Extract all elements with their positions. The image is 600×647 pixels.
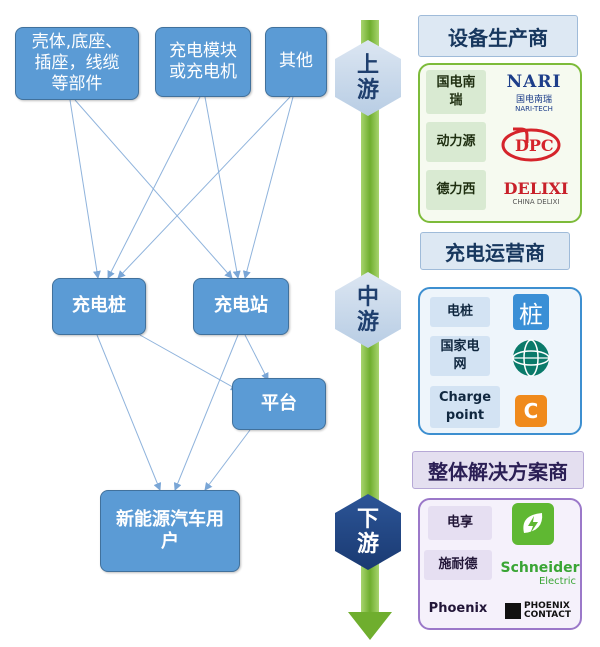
- phoenix-contact-logo-icon: PHOENIX CONTACT: [498, 598, 578, 624]
- company-dianzhuang: 电桩: [430, 297, 490, 327]
- company-schneider: 施耐德: [424, 550, 492, 580]
- edge-pile-platform: [139, 334, 239, 391]
- node-other: 其他: [265, 27, 327, 97]
- node-shell-parts: 壳体,底座、插座，线缆等部件: [15, 27, 139, 100]
- node-charging-pile: 充电桩: [52, 278, 146, 335]
- delixi-logo-icon: DELIXI CHINA DELIXI: [503, 178, 569, 206]
- company-dynamic-power: 动力源: [426, 122, 486, 162]
- section-title-operators: 充电运营商: [420, 232, 570, 270]
- company-chargepoint: Charge point: [430, 386, 500, 428]
- edge-pile-user: [96, 334, 162, 491]
- nari-logo-icon: NARI 国电南瑞 NARI-TECH: [506, 71, 562, 113]
- edge-other-station: [242, 96, 294, 279]
- edge-module-pile: [107, 96, 201, 279]
- state-grid-logo-icon: [510, 337, 552, 379]
- schneider-logo-icon: Schneider Electric: [500, 559, 580, 587]
- edge-platform-user: [204, 429, 251, 491]
- dpc-logo-icon: DPC: [498, 120, 564, 166]
- edge-station-platform: [244, 334, 269, 381]
- svg-text:DPC: DPC: [515, 136, 554, 155]
- dianxiang-logo-icon: [508, 500, 558, 548]
- node-charging-station: 充电站: [193, 278, 289, 335]
- company-state-grid: 国家电网: [430, 336, 490, 376]
- company-dianxiang: 电享: [428, 506, 492, 540]
- node-ev-user: 新能源汽车用户: [100, 490, 240, 572]
- edge-shell-pile: [69, 99, 101, 279]
- edge-module-station: [204, 96, 241, 279]
- company-nari: 国电南瑞: [426, 70, 486, 114]
- edge-other-pile: [117, 96, 291, 279]
- edge-station-user: [173, 334, 239, 491]
- chargepoint-logo-icon: C: [514, 394, 548, 428]
- company-phoenix: Phoenix: [428, 601, 488, 617]
- section-title-solutions: 整体解决方案商: [412, 451, 584, 489]
- company-delixi: 德力西: [426, 170, 486, 210]
- node-platform: 平台: [232, 378, 326, 430]
- section-title-equipment: 设备生产商: [418, 15, 578, 57]
- node-charging-module: 充电模块或充电机: [155, 27, 251, 97]
- dianzhuang-logo-icon: 桩: [512, 292, 550, 332]
